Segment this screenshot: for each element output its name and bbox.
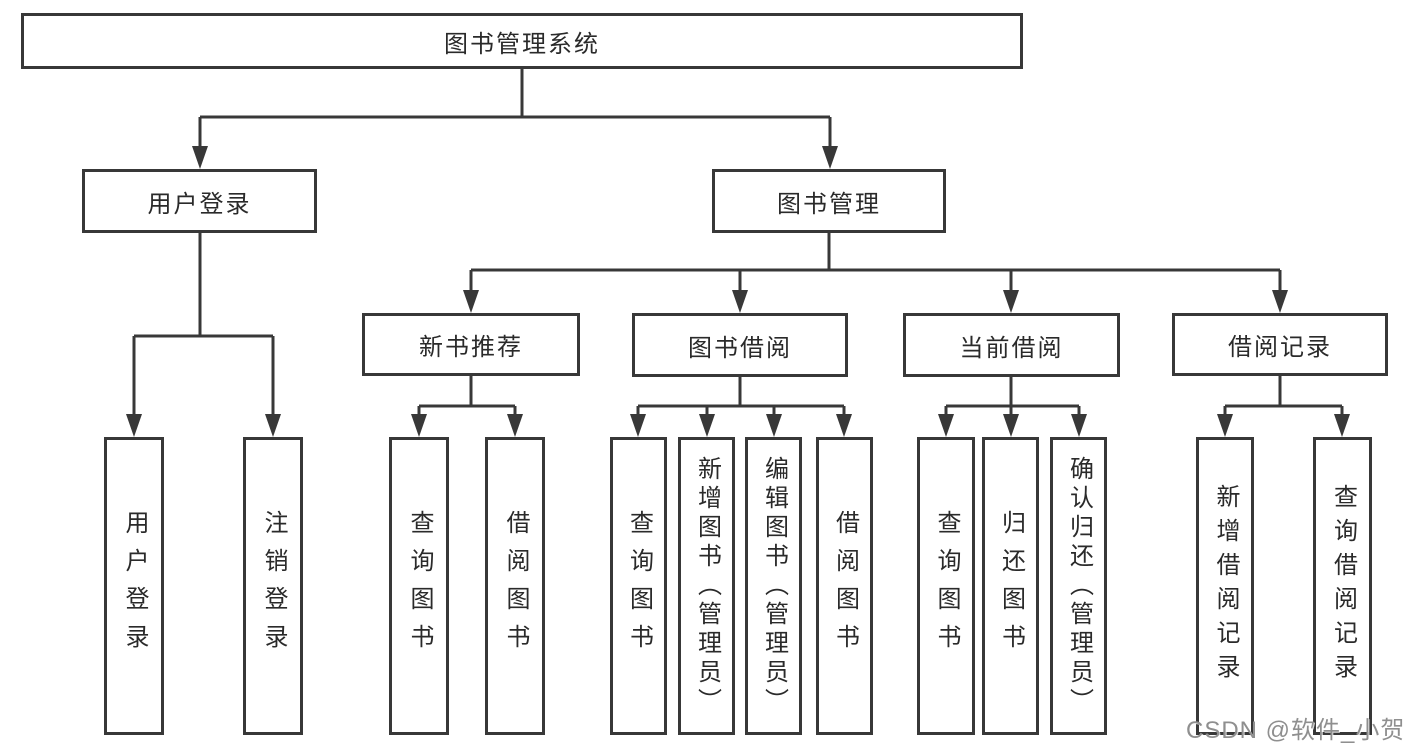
leaf-add-borrow-record-label: 新增借阅记录 [1212,484,1239,688]
arrowhead [1071,414,1087,437]
connector-user-login [132,233,275,416]
leaf-query-book: 查询图书 [389,437,449,735]
arrowhead [463,290,479,313]
arrowhead [836,414,852,437]
node-borrow-record: 借阅记录 [1172,313,1388,376]
arrowhead [822,146,838,169]
node-book-management: 图书管理 [712,169,946,233]
node-user-login-label: 用户登录 [147,190,252,218]
leaf-return-book: 归还图书 [982,437,1039,735]
leaf-add-book-admin: 新增图书（管理员） [678,437,735,735]
arrowhead [1272,290,1288,313]
leaf-logout-label: 注销登录 [260,510,287,662]
connector-borrow-record [1223,376,1344,416]
node-root-label: 图书管理系统 [444,30,600,58]
leaf-edit-book-admin: 编辑图书（管理员） [745,437,802,735]
arrowhead [732,290,748,313]
leaf-borrow-book: 借阅图书 [816,437,873,735]
arrowhead [630,414,646,437]
node-book-borrow: 图书借阅 [632,313,848,377]
connector-book-mgmt [469,233,1282,292]
leaf-query-borrow-record: 查询借阅记录 [1313,437,1372,735]
arrowhead [938,414,954,437]
leaf-query-book: 查询图书 [917,437,975,735]
leaf-user-login-label: 用户登录 [121,510,148,662]
arrowhead [192,146,208,169]
node-root: 图书管理系统 [21,13,1023,69]
node-current-borrow: 当前借阅 [903,313,1120,377]
arrowhead [1003,290,1019,313]
leaf-add-book-admin-label: 新增图书（管理员） [693,455,721,717]
connector-new-book-rec [417,376,517,416]
leaf-query-borrow-record-label: 查询借阅记录 [1329,484,1357,688]
node-user-login: 用户登录 [82,169,317,233]
arrowhead [1334,414,1350,437]
leaf-query-book-label: 查询图书 [625,510,653,662]
leaf-query-book-label: 查询图书 [933,510,960,662]
csdn-watermark: CSDN @软件_小贺同学 [1186,717,1405,744]
node-new-book-recommend: 新书推荐 [362,313,580,376]
leaf-confirm-return-admin: 确认归还（管理员） [1050,437,1107,735]
leaf-edit-book-admin-label: 编辑图书（管理员） [760,455,788,717]
node-book-management-label: 图书管理 [777,190,881,218]
arrowhead [1003,414,1019,437]
arrowhead [265,414,281,437]
leaf-query-book: 查询图书 [610,437,667,735]
node-book-borrow-label: 图书借阅 [688,334,792,362]
leaf-borrow-book: 借阅图书 [485,437,545,735]
arrowhead [411,414,427,437]
arrowhead [126,414,142,437]
arrowhead [507,414,523,437]
arrowhead [766,414,782,437]
leaf-borrow-book-label: 借阅图书 [831,510,859,662]
leaf-logout: 注销登录 [243,437,303,735]
node-new-book-recommend-label: 新书推荐 [419,334,523,361]
leaf-user-login: 用户登录 [104,437,164,735]
arrowhead [1217,414,1233,437]
connector-root [198,68,832,148]
connector-book-borrow [636,376,846,416]
arrowhead [699,414,715,437]
node-borrow-record-label: 借阅记录 [1228,334,1332,361]
node-current-borrow-label: 当前借阅 [959,334,1064,362]
connector-current-borrow [944,376,1081,416]
leaf-confirm-return-admin-label: 确认归还（管理员） [1065,455,1093,717]
leaf-borrow-book-label: 借阅图书 [502,510,529,662]
leaf-add-borrow-record: 新增借阅记录 [1196,437,1254,735]
leaf-return-book-label: 归还图书 [997,510,1025,662]
leaf-query-book-label: 查询图书 [406,510,433,662]
